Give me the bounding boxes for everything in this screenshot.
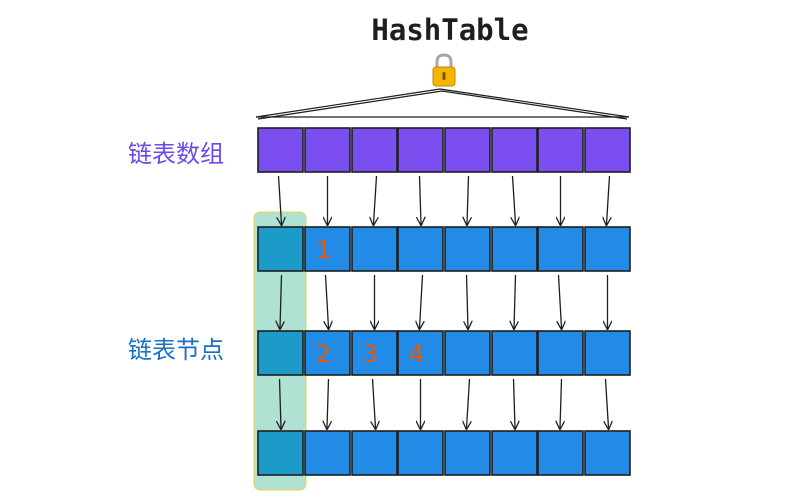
list-node: [397, 430, 444, 476]
array-cell: [257, 127, 304, 173]
linked-list-nodes: [257, 226, 631, 476]
list-node: [397, 330, 444, 376]
pointer-arrow: [420, 274, 423, 328]
pointer-arrow: [374, 175, 377, 224]
pointer-arrow: [560, 378, 562, 428]
list-node: [584, 330, 631, 376]
list-node: [444, 330, 491, 376]
list-node: [537, 430, 584, 476]
pointer-arrow: [467, 274, 469, 328]
linked-list-array: [257, 127, 631, 173]
list-node: [491, 330, 538, 376]
pointer-arrow: [514, 274, 516, 328]
list-node: [584, 226, 631, 272]
roof-lines: [255, 88, 630, 120]
list-node: [304, 430, 351, 476]
pointer-arrow: [279, 175, 282, 224]
list-node: [537, 226, 584, 272]
list-node: [351, 330, 398, 376]
list-node: [304, 330, 351, 376]
list-node: [397, 226, 444, 272]
lock-icon: [432, 53, 456, 87]
list-node: [351, 226, 398, 272]
list-node: [257, 430, 304, 476]
list-node: [537, 330, 584, 376]
pointer-arrow: [420, 175, 422, 224]
pointer-arrow: [373, 378, 376, 428]
pointer-arrow: [326, 274, 329, 328]
pointer-arrow: [467, 175, 469, 224]
list-node: [351, 430, 398, 476]
node-number: 2: [316, 340, 331, 368]
list-node: [491, 226, 538, 272]
pointer-arrow: [607, 175, 610, 224]
list-node: [444, 430, 491, 476]
node-label: 链表节点: [128, 336, 224, 364]
node-number-labels: 1 2 3 4: [316, 236, 424, 368]
list-node: [257, 330, 304, 376]
array-cell: [444, 127, 491, 173]
pointer-arrow: [606, 378, 609, 428]
pointer-arrow: [280, 378, 282, 428]
diagram-title: HashTable: [371, 13, 528, 47]
array-cell: [304, 127, 351, 173]
array-label: 链表数组: [128, 140, 224, 168]
array-cell: [397, 127, 444, 173]
array-cell: [491, 127, 538, 173]
list-node: [257, 226, 304, 272]
array-cell: [351, 127, 398, 173]
node-number: 3: [363, 340, 378, 368]
list-node: [444, 226, 491, 272]
list-node: [304, 226, 351, 272]
pointer-arrows: [279, 175, 610, 428]
list-node: [491, 430, 538, 476]
pointer-arrow: [513, 175, 516, 224]
array-cell: [584, 127, 631, 173]
pointer-arrow: [327, 378, 329, 428]
pointer-arrow: [467, 378, 470, 428]
list-node: [584, 430, 631, 476]
array-cell: [537, 127, 584, 173]
pointer-arrow: [280, 274, 282, 328]
node-number: 4: [409, 340, 424, 368]
pointer-arrow: [514, 378, 516, 428]
pointer-arrow: [559, 274, 562, 328]
node-number: 1: [316, 236, 331, 264]
